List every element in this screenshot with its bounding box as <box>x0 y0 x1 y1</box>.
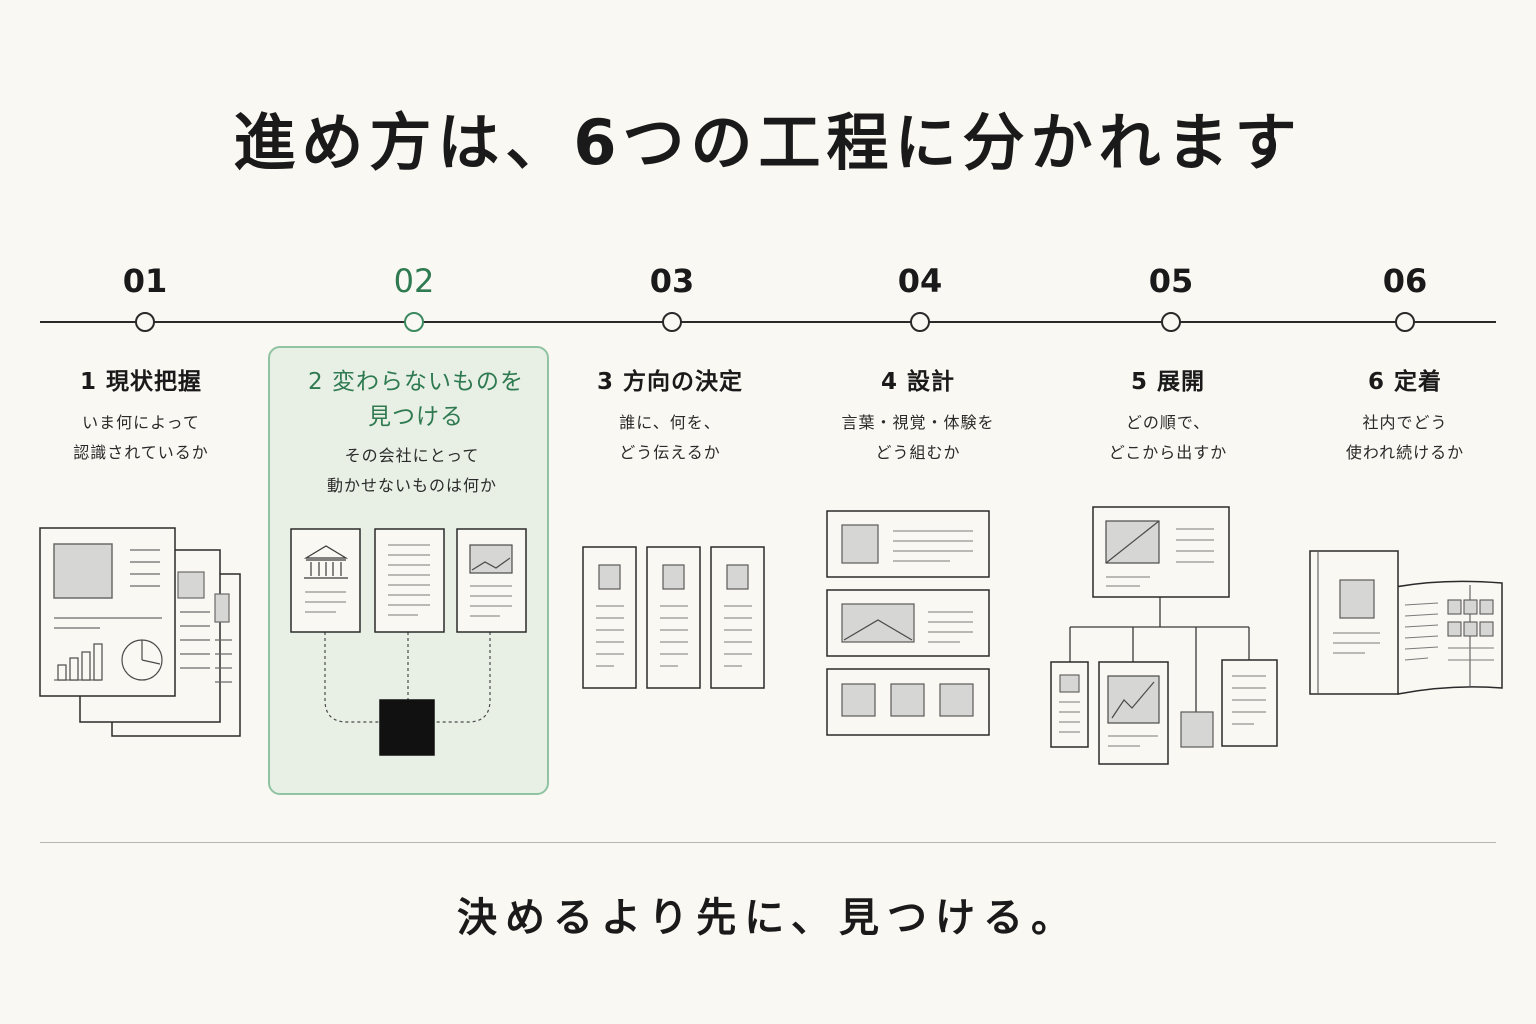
step-3-title: 3 方向の決定 <box>596 369 743 395</box>
step-4-description: 言葉・視覚・体験を どう組むか <box>841 413 995 462</box>
step-1-number: 01 <box>122 262 168 300</box>
page-title: 進め方は、6つの工程に分かれます <box>233 106 1303 179</box>
step-5-node <box>1161 312 1181 332</box>
step-5-description: どの順で、 どこから出すか <box>1108 413 1228 462</box>
step-6-description: 社内でどう 使われ続けるか <box>1345 413 1465 462</box>
step-6-node <box>1395 312 1415 332</box>
step-1-node <box>135 312 155 332</box>
step-3-description: 誰に、何を、 どう伝えるか <box>619 413 721 462</box>
brand-book-icon <box>1309 550 1503 695</box>
step-4-node <box>910 312 930 332</box>
tagline: 決めるより先に、見つける。 <box>457 895 1079 941</box>
step-2-title: 2 変わらないものを 見つける <box>308 369 524 430</box>
step-5-number: 05 <box>1148 262 1194 300</box>
step-1-description: いま何によって 認識されているか <box>73 413 209 462</box>
three-panels-icon <box>582 546 765 689</box>
step-2-description: その会社にとって 動かせないものは何か <box>326 446 497 495</box>
document-stack-icon <box>39 527 241 737</box>
step-4-title: 4 設計 <box>880 369 955 395</box>
step-6-number: 06 <box>1382 262 1428 300</box>
timeline-line <box>40 321 1496 323</box>
step-4-number: 04 <box>897 262 943 300</box>
step-3-node <box>662 312 682 332</box>
rollout-tree-icon <box>1050 506 1278 765</box>
divider-line <box>40 842 1496 843</box>
step-1-title: 1 現状把握 <box>79 369 202 395</box>
step-5-title: 5 展開 <box>1130 369 1205 395</box>
layout-modules-icon <box>826 510 990 736</box>
step-2-number: 02 <box>393 262 435 300</box>
step-3-number: 03 <box>649 262 695 300</box>
step-2-node <box>404 312 424 332</box>
step-6-title: 6 定着 <box>1367 369 1442 395</box>
